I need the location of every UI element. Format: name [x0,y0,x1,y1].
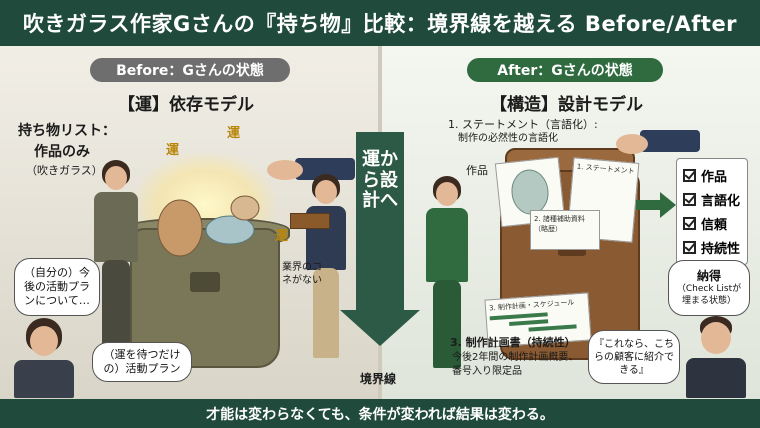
plan-label: 3. 制作計画書（持続性） [450,336,576,349]
luck-symbol: 運 [166,143,180,158]
artist-before-figure [94,160,138,360]
checklist-item: 持続性 [683,238,741,257]
artist-after-figure [426,176,468,370]
checklist-item-label: 言語化 [701,194,741,209]
statement-label: 1. ステートメント（言語化）: [448,118,598,131]
checklist-panel: 作品 言語化 信頼 持続性 [676,158,748,265]
after-label: After：Gさんの状態 [467,58,663,82]
speech-bubble-plan-text: （自分の）今後の活動プランについて… [24,265,90,308]
checklist-item: 言語化 [683,190,741,209]
before-label-text: Before：Gさんの状態 [116,63,264,79]
luck-symbol: 運 [227,126,241,141]
plan-sublabel: 今後2年間の制作計画概要、 [452,352,579,363]
item-list-entry: 作品のみ [34,144,90,160]
reaching-hand-illustration [267,158,355,180]
page-title: 吹きガラス作家Gさんの『持ち物』比較：境界線を越える Before/After [22,12,738,36]
boundary-label: 境界線 [360,372,397,386]
speech-bubble-waiting-text: （運を待つだけの）活動プラン [103,347,181,375]
checkbox-checked-icon [683,241,696,254]
item-list-note: （吹きガラス） [26,164,103,177]
work-label: 作品 [466,164,488,177]
support-document-title: 2. 諸種補助資料（略歴） [534,215,585,233]
after-label-text: After：Gさんの状態 [497,63,633,79]
buyer-figure [306,174,346,360]
checklist-item-label: 信頼 [701,218,728,233]
glass-vases-illustration [157,195,260,257]
advisor-figure [14,318,74,398]
before-subtitle: 【運】依存モデル [118,95,254,115]
speech-bubble-client: 『これなら、こちらの顧客に紹介できる』 [588,330,680,384]
plan-document-title: 3. 制作計画・スケジュール [488,298,575,313]
luck-symbol: 運 [275,229,289,244]
speech-bubble-convinced: 納得 （Check Listが埋まる状態） [668,260,750,316]
checklist-item: 作品 [683,166,741,185]
checkbox-checked-icon [683,217,696,230]
speech-bubble-plan: （自分の）今後の活動プランについて… [14,258,100,316]
checkbox-checked-icon [683,169,696,182]
item-list-title: 持ち物リスト： [18,123,116,139]
support-document: 2. 諸種補助資料（略歴） [530,210,600,250]
gallery-owner-figure [686,316,746,398]
speech-bubble-waiting: （運を待つだけの）活動プラン [92,342,192,382]
after-subtitle: 【構造】設計モデル [490,95,643,115]
footer-text: 才能は変わらなくても、条件が変われば結果は変わる。 [206,406,554,423]
transition-arrow [356,132,404,310]
checklist-item-label: 作品 [701,170,728,185]
checklist-arrow [636,192,676,218]
title-banner: 吹きガラス作家Gさんの『持ち物』比較：境界線を越える Before/After [0,0,760,46]
transition-arrow-label: 運から設計へ [362,149,398,212]
speech-bubble-convinced-note: （Check Listが埋まる状態） [676,284,742,306]
before-label: Before：Gさんの状態 [90,58,290,82]
hand-placing-document [616,130,700,154]
sample-tray [290,213,330,229]
checklist-item: 信頼 [683,214,741,233]
speech-bubble-client-text: 『これなら、こちらの顧客に紹介できる』 [594,338,674,376]
statement-sublabel: 制作の必然性の言語化 [458,133,558,144]
transition-arrow-head [340,310,420,346]
no-connections-note: 業界のコネがない [282,262,322,286]
checkbox-checked-icon [683,193,696,206]
speech-bubble-convinced-title: 納得 [696,268,721,283]
plan-sublabel-2: 番号入り限定品 [452,366,522,377]
footer-banner: 才能は変わらなくても、条件が変われば結果は変わる。 [0,399,760,428]
checklist-item-label: 持続性 [701,242,741,257]
